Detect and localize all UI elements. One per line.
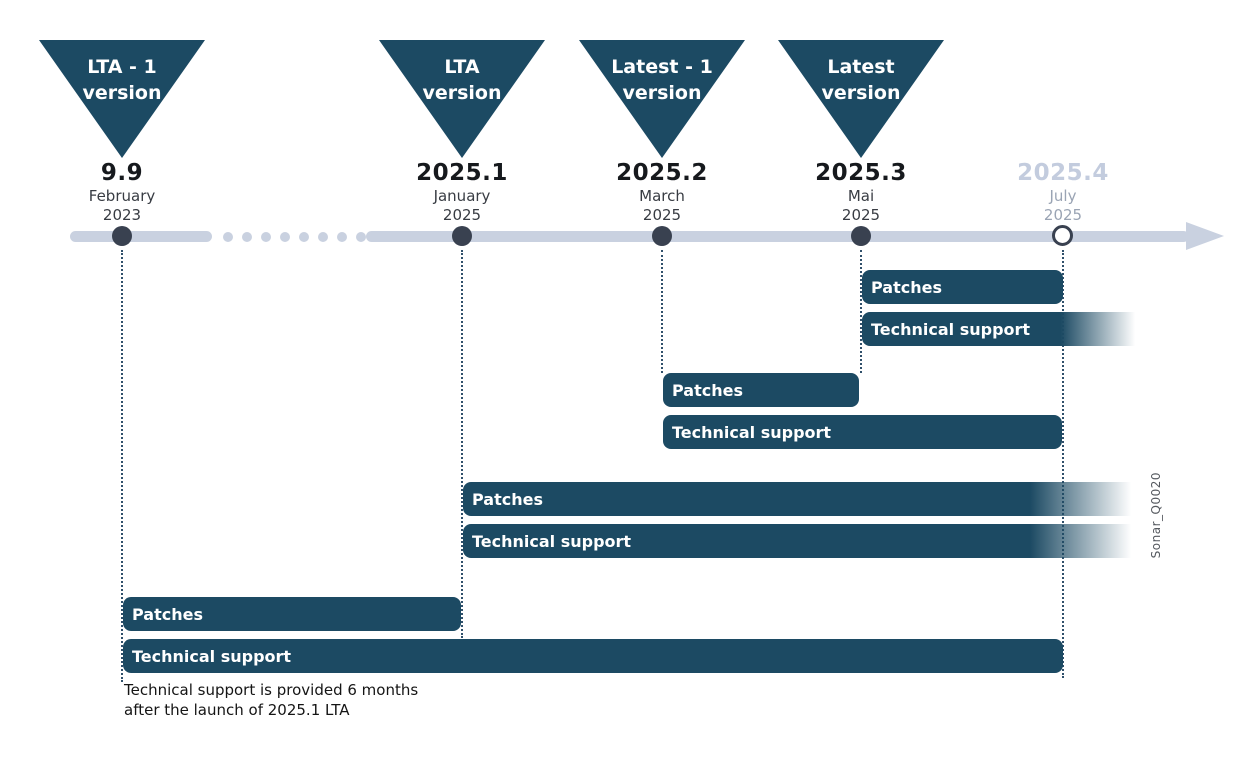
timeline-dot [223, 232, 233, 242]
technical-support-footnote: Technical support is provided 6 months a… [124, 680, 418, 720]
flag-lta-minus-1: LTA - 1 version [39, 40, 205, 158]
version-month: January [433, 187, 491, 205]
flag-label-line2: version [622, 82, 702, 104]
bar-2025-3-patches: Patches [862, 270, 1063, 304]
timeline-dot [356, 232, 366, 242]
flag-label-line2: version [82, 82, 162, 104]
guide-line-2025-3 [860, 250, 862, 373]
version-month: Mai [847, 187, 875, 205]
timeline-dotted-segment [223, 232, 366, 242]
watermark-label: Sonar_Q0020 [1149, 472, 1163, 559]
version-year: 2025 [642, 206, 682, 224]
bar-9-9-patches: Patches [123, 597, 461, 631]
timeline-dot [242, 232, 252, 242]
flag-latest: Latest version [778, 40, 944, 158]
flag-label-line1: LTA [444, 56, 480, 78]
flag-lta: LTA version [379, 40, 545, 158]
timeline-dot [337, 232, 347, 242]
version-label-9-9: 9.9 February 2023 [37, 160, 207, 225]
flag-label-line1: LTA - 1 [87, 56, 157, 78]
bar-2025-2-technical-support: Technical support [663, 415, 1062, 449]
flag-label-line2: version [821, 82, 901, 104]
version-month: March [639, 187, 685, 205]
version-year: 2025 [1043, 206, 1083, 224]
timeline-dot [318, 232, 328, 242]
footnote-line2: after the launch of 2025.1 LTA [124, 701, 350, 719]
version-label-2025-4-future: 2025.4 July 2025 [978, 160, 1148, 225]
version-number: 2025.1 [416, 160, 508, 186]
version-label-2025-3: 2025.3 Mai 2025 [776, 160, 946, 225]
marker-dot-9-9 [112, 226, 132, 246]
marker-ring-2025-4-future [1052, 225, 1073, 246]
bar-9-9-technical-support: Technical support [123, 639, 1063, 673]
timeline-dot [280, 232, 290, 242]
timeline-dot [299, 232, 309, 242]
version-label-2025-2: 2025.2 March 2025 [577, 160, 747, 225]
timeline-dot [261, 232, 271, 242]
version-year: 2023 [102, 206, 142, 224]
version-number: 2025.4 [1017, 160, 1109, 186]
version-month: July [1049, 187, 1077, 205]
timeline-track-segment-right [366, 231, 1189, 242]
marker-dot-2025-1 [452, 226, 472, 246]
timeline-track-segment-left [70, 231, 212, 242]
footnote-line1: Technical support is provided 6 months [124, 681, 419, 699]
guide-line-9-9 [121, 250, 123, 682]
flag-latest-minus-1: Latest - 1 version [579, 40, 745, 158]
bar-2025-1-technical-support: Technical support [463, 524, 1138, 558]
bar-2025-3-technical-support: Technical support [862, 312, 1138, 346]
bar-2025-1-patches: Patches [463, 482, 1138, 516]
bar-2025-2-patches: Patches [663, 373, 859, 407]
version-year: 2025 [841, 206, 881, 224]
guide-line-2025-4 [1062, 250, 1064, 678]
version-month: February [88, 187, 156, 205]
timeline-arrow-icon [1186, 222, 1224, 250]
version-number: 2025.2 [616, 160, 708, 186]
version-year: 2025 [442, 206, 482, 224]
flag-label-line2: version [422, 82, 502, 104]
version-number: 9.9 [100, 160, 144, 186]
flag-label-line1: Latest [827, 56, 895, 78]
flag-label-line1: Latest - 1 [611, 56, 713, 78]
guide-line-2025-1 [461, 250, 463, 638]
version-label-2025-1: 2025.1 January 2025 [377, 160, 547, 225]
marker-dot-2025-2 [652, 226, 672, 246]
version-number: 2025.3 [815, 160, 907, 186]
marker-dot-2025-3 [851, 226, 871, 246]
guide-line-2025-2 [661, 250, 663, 373]
